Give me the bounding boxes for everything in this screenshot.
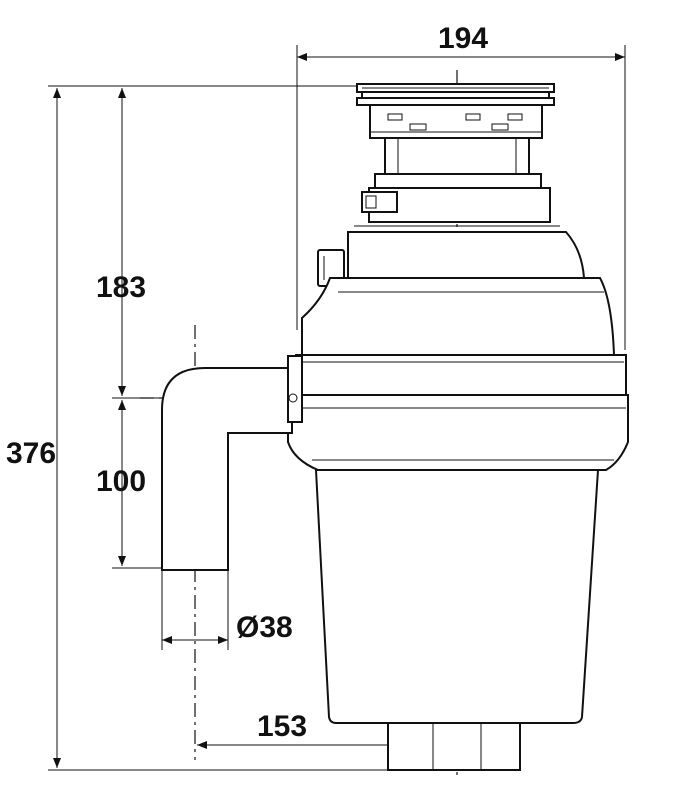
dim-lower-height: 100	[96, 465, 146, 498]
dim-top-width: 194	[438, 22, 488, 55]
dim-upper-height: 183	[96, 271, 146, 304]
dim-outlet-diameter: Ø38	[236, 611, 293, 644]
dim-total-height: 376	[6, 437, 56, 470]
mount-screws	[370, 113, 542, 133]
disposer-body	[287, 83, 629, 771]
dimension-labels: 194 376 183 100 Ø38 153	[6, 22, 488, 743]
dim-outlet-offset: 153	[257, 710, 307, 743]
dimension-lines	[53, 53, 625, 768]
discharge-elbow	[161, 355, 303, 571]
